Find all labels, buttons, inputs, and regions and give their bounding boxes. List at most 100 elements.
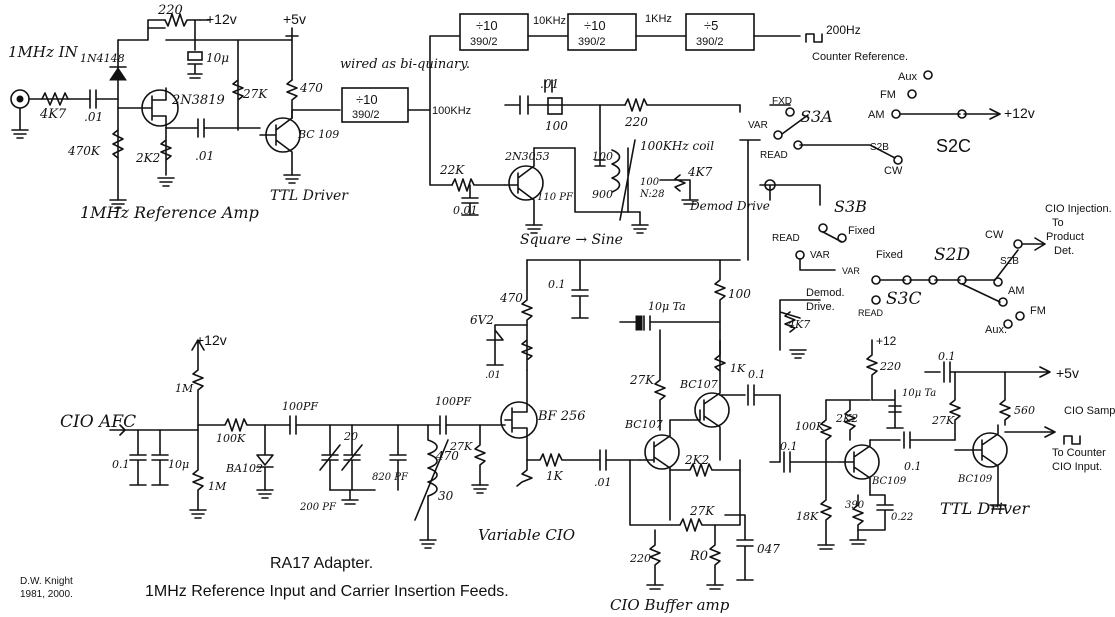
- cap-01-afc-label: 0.1: [112, 458, 130, 471]
- switch-s3a-label: S3A: [800, 107, 833, 126]
- switch-section-top: FXD VAR READ S3A Aux FM AM +12v S2C S2B …: [739, 70, 1035, 271]
- cap-100a-label: 100: [592, 150, 613, 163]
- transistor-bc107b-icon: [694, 392, 730, 428]
- divider-3-ratio: ÷10: [584, 18, 606, 33]
- cap-200pf-label: 200 PF: [299, 502, 337, 513]
- switch-s2c-am[interactable]: [891, 109, 901, 119]
- resistor-2k2-top: [160, 127, 172, 176]
- resistor-2k2-c-label: 2K2: [835, 412, 858, 425]
- resistor-4k7-input: [41, 92, 69, 106]
- fet-bf256-icon: [500, 401, 538, 439]
- switch-s3c-contact-1[interactable]: [902, 275, 912, 285]
- switch-aux1-label: Aux: [898, 71, 917, 83]
- resistor-4k7-d-label: 4K7: [787, 318, 810, 331]
- switch-s2c-label: S2C: [936, 136, 971, 156]
- resistor-27k-c-label: 27K: [629, 373, 655, 387]
- coil-100-label: 100: [640, 177, 660, 188]
- switch-s2d-cw[interactable]: [1013, 239, 1023, 249]
- transistor-bc107a-icon: [644, 434, 680, 470]
- resistor-27k-top: [232, 39, 244, 131]
- variable-cio-section: CIO AFC 0.1 10μ +12v 1M 1M 100K BA102 10…: [60, 259, 751, 549]
- cap-01-z-label: .01: [485, 370, 501, 381]
- author-years: 1981, 2000.: [20, 589, 73, 600]
- switch-s3a-contact-fxd[interactable]: [785, 107, 795, 117]
- resistor-220-top: [164, 13, 201, 27]
- switch-s2d-fm[interactable]: [1015, 311, 1025, 321]
- divider-box-2: [459, 13, 529, 51]
- fet-2n3819-label: 2N3819: [171, 93, 225, 108]
- cap-900-label: 900: [592, 188, 613, 201]
- switch-var1-label: VAR: [748, 120, 768, 131]
- divider-2-ratio: ÷10: [476, 18, 498, 33]
- junction-demod: [764, 179, 776, 191]
- resistor-27k-b-label: 27K: [449, 440, 473, 453]
- coil-470-label: 470: [435, 449, 459, 463]
- cap-10u-ta-icon: [635, 315, 643, 331]
- cio-det-label: Det.: [1054, 245, 1074, 257]
- cap-01-mid-label: .01: [195, 149, 214, 163]
- resistor-560-label: 560: [1014, 404, 1035, 417]
- switch-s2d-am[interactable]: [998, 297, 1008, 307]
- switch-s2c-cw[interactable]: [893, 155, 903, 165]
- cap-01-buf-label: .01: [594, 476, 612, 489]
- switch-s2d-label: S2D: [934, 245, 970, 265]
- switch-am2-label: AM: [1008, 285, 1025, 297]
- resistor-390-label: 390: [845, 500, 865, 511]
- divider-chain: wired as bi-quinary. ÷10 390/2 100KHz ÷1…: [340, 13, 908, 186]
- divider-4-ratio: ÷5: [704, 18, 718, 33]
- switch-s2c-fm[interactable]: [907, 89, 917, 99]
- cap-10u-afc-label: 10μ: [168, 458, 189, 471]
- switch-am1-label: AM: [868, 109, 885, 121]
- cio-buffer-section: 27K BC107 BC107 1K 0.1 2K2 27K 220 R0 04…: [610, 329, 781, 614]
- resistor-2k2-b-label: 2K2: [684, 453, 709, 467]
- cap-01-100-label: .01: [540, 77, 559, 91]
- to-counter-label: To Counter: [1052, 447, 1106, 459]
- resistor-r0-label: R0: [689, 549, 708, 564]
- divider-3-ic: 390/2: [578, 36, 606, 48]
- transistor-bc107a-label: BC107: [624, 418, 663, 431]
- switch-read1-label: READ: [760, 150, 788, 161]
- switch-cw2-label: CW: [985, 229, 1004, 241]
- switch-s3c-read[interactable]: [871, 295, 881, 305]
- resistor-470k: [112, 129, 124, 159]
- label-200hz: 200Hz: [826, 23, 861, 37]
- divider-1-ic: 390/2: [352, 109, 380, 121]
- switch-s2c-aux[interactable]: [923, 70, 933, 80]
- ref-amp-title: 1MHz Reference Amp: [80, 203, 259, 222]
- cio-afc-label: CIO AFC: [60, 412, 136, 432]
- plus12-s2c-label: +12v: [1004, 105, 1035, 121]
- resistor-2k2-top-label: 2K2: [135, 151, 160, 165]
- resistor-470k-label: 470K: [67, 144, 101, 158]
- switch-aux2-label: Aux.: [985, 324, 1007, 336]
- square-wave-bottom-icon: [1063, 435, 1081, 445]
- switch-s2d-aux[interactable]: [1003, 319, 1013, 329]
- cio-to-label: To: [1052, 217, 1064, 229]
- resistor-100k-a-label: 100K: [216, 432, 246, 445]
- demod-drive-hand-label: Demod Drive: [689, 199, 770, 213]
- fixed2-label: Fixed: [876, 249, 903, 261]
- switch-s3c-contact-2[interactable]: [928, 275, 938, 285]
- cap-01-b-label: 0.1: [748, 368, 766, 381]
- resistor-100-label: 100: [728, 287, 751, 301]
- switch-s3b-read[interactable]: [795, 250, 805, 260]
- switch-s2c-pole[interactable]: [957, 109, 967, 119]
- resistor-100k-b-label: 100K: [795, 420, 825, 433]
- transistor-2n3053-icon: [508, 165, 544, 201]
- cio-product-label: Product: [1046, 231, 1084, 243]
- input-1mhz-label: 1MHz IN: [8, 43, 79, 61]
- coil-100khz-icon: [611, 149, 621, 193]
- cio-input-label: CIO Input.: [1052, 461, 1102, 473]
- cap-10u-c-label: 10μ Ta: [902, 388, 936, 399]
- resistor-470-b-label: 470: [499, 291, 523, 305]
- switch-s3a-pole[interactable]: [773, 130, 783, 140]
- transistor-bc109-b-label: BC109: [871, 476, 907, 487]
- switch-s2d-contact[interactable]: [993, 277, 1003, 287]
- switch-s3b-pole[interactable]: [818, 223, 828, 233]
- cap-01-d-label: 0.1: [904, 460, 922, 473]
- cap-01-v-label: 0.1: [548, 278, 566, 291]
- plus12-afc-label: +12v: [196, 332, 227, 348]
- divider-4-ic: 390/2: [696, 36, 724, 48]
- cap-10u-top-label: 10μ: [206, 51, 229, 65]
- switch-s3c-pole[interactable]: [871, 275, 881, 285]
